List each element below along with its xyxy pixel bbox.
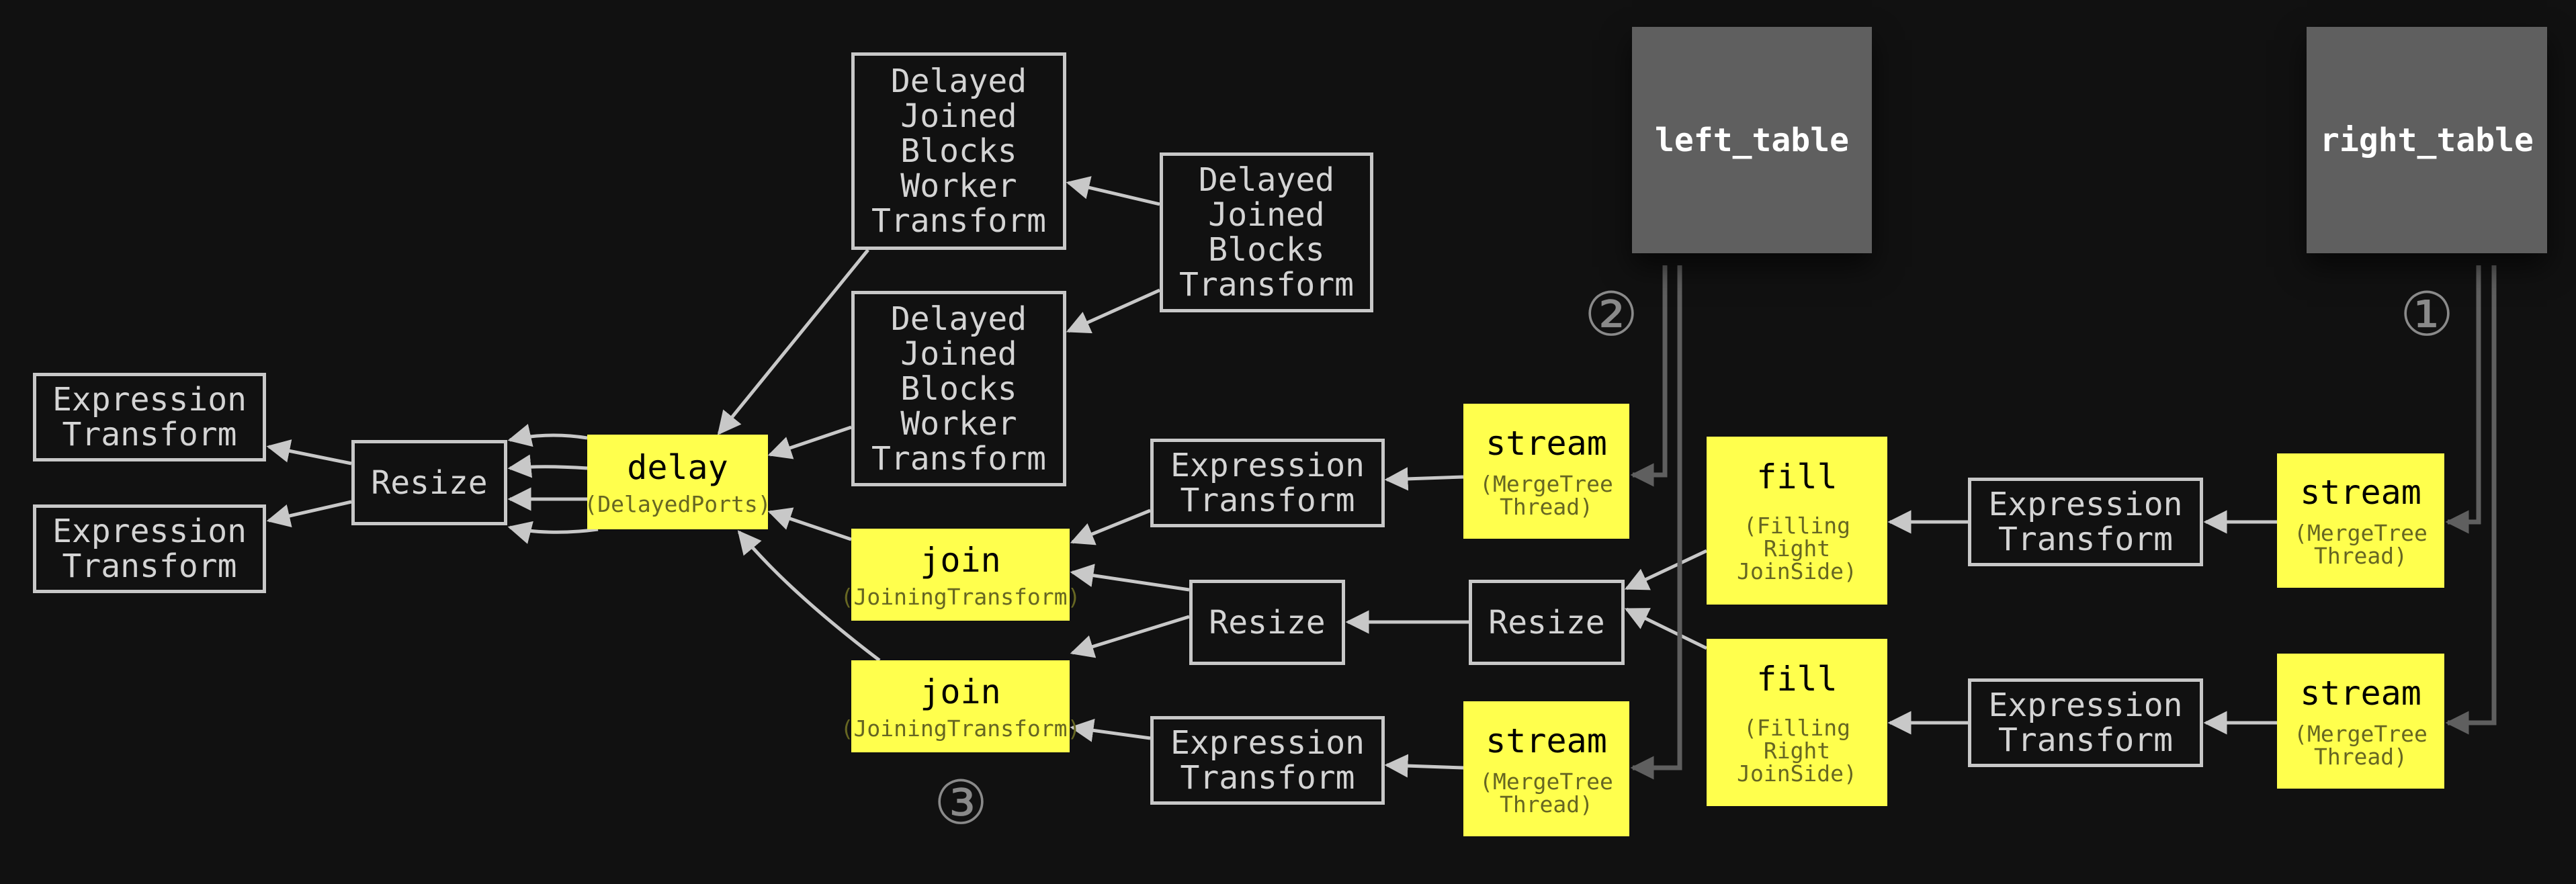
node-stream-right-2[interactable]: stream (MergeTree Thread) <box>2277 654 2444 789</box>
node-fill-2-subtitle: (Filling Right JoinSide) <box>1737 714 1857 787</box>
node-stream-left-1-title: stream <box>1486 423 1607 463</box>
node-stream-right-1[interactable]: stream (MergeTree Thread) <box>2277 453 2444 588</box>
node-delayed-joined-blocks-worker-transform-2[interactable]: Delayed Joined Blocks Worker Transform <box>851 291 1066 486</box>
node-stream-left-1-subtitle: (MergeTree Thread) <box>1479 470 1613 520</box>
node-stream-left-1[interactable]: stream (MergeTree Thread) <box>1463 404 1629 539</box>
step-marker-2: ② <box>1584 279 1639 350</box>
node-fill-2[interactable]: fill (Filling Right JoinSide) <box>1707 639 1887 806</box>
node-join-2[interactable]: join (JoiningTransform) <box>841 660 1080 752</box>
node-delay[interactable]: delay (DelayedPorts) <box>584 435 771 529</box>
node-expression-transform-output-2[interactable]: Expression Transform <box>33 504 266 593</box>
node-delayed-joined-blocks-transform[interactable]: Delayed Joined Blocks Transform <box>1160 152 1373 312</box>
node-stream-left-2-title: stream <box>1486 721 1607 760</box>
node-delay-subtitle: (DelayedPorts) <box>584 490 771 517</box>
node-fill-2-title: fill <box>1756 659 1838 699</box>
node-left-table[interactable]: left_table <box>1632 27 1872 253</box>
node-resize-output[interactable]: Resize <box>351 440 507 525</box>
node-resize-right[interactable]: Resize <box>1469 580 1625 665</box>
node-stream-right-2-title: stream <box>2300 673 2421 713</box>
edge-djbwt1-to-delay <box>717 249 869 435</box>
edge-djbt-to-djbwt1 <box>1066 176 1160 206</box>
node-expression-transform-right-1[interactable]: Expression Transform <box>1968 478 2203 566</box>
node-join-1[interactable]: join (JoiningTransform) <box>841 529 1080 621</box>
node-fill-1-title: fill <box>1756 457 1838 496</box>
node-stream-left-2-subtitle: (MergeTree Thread) <box>1479 768 1613 817</box>
edge-resize-to-expr-out-1 <box>266 439 352 466</box>
node-stream-right-2-subtitle: (MergeTree Thread) <box>2294 720 2428 770</box>
edge-lefttable-to-streamleft2 <box>1630 265 1682 780</box>
edge-join1-to-delay <box>767 507 852 541</box>
edge-delay-to-resize-1 <box>507 423 588 447</box>
node-expression-transform-right-2[interactable]: Expression Transform <box>1968 678 2203 767</box>
edge-fill2-to-resizeright <box>1624 607 1708 650</box>
node-join-1-title: join <box>920 540 1001 580</box>
step-marker-3: ③ <box>933 768 988 838</box>
node-join-2-title: join <box>920 672 1001 711</box>
edge-streamleft2-to-exprleft2 <box>1384 754 1464 778</box>
edge-streamleft1-to-exprleft1 <box>1384 467 1464 491</box>
node-fill-1-subtitle: (Filling Right JoinSide) <box>1737 513 1857 584</box>
edge-resizemid-to-join1 <box>1070 564 1190 592</box>
node-stream-right-1-subtitle: (MergeTree Thread) <box>2294 520 2428 569</box>
node-delayed-joined-blocks-worker-transform-1[interactable]: Delayed Joined Blocks Worker Transform <box>851 52 1066 250</box>
node-delay-title: delay <box>627 447 728 487</box>
step-marker-1: ① <box>2399 279 2454 350</box>
edge-resize-to-expr-out-2 <box>266 500 352 528</box>
edge-djbwt2-to-delay <box>767 425 852 459</box>
edge-fill1-to-resizeright <box>1624 549 1708 590</box>
edge-djbt-to-djbwt2 <box>1066 288 1161 334</box>
node-expression-transform-output-1[interactable]: Expression Transform <box>33 373 266 461</box>
node-join-1-subtitle: (JoiningTransform) <box>840 583 1081 610</box>
edge-exprleft1-to-join1 <box>1070 509 1151 545</box>
node-stream-right-1-title: stream <box>2300 473 2421 512</box>
edge-delay-to-resize-2 <box>507 454 588 478</box>
edge-delay-to-resize-4 <box>507 521 599 544</box>
edge-righttable-to-streamright2 <box>2445 265 2497 735</box>
edge-lefttable-to-streamleft1 <box>1630 265 1668 487</box>
node-expression-transform-left-2[interactable]: Expression Transform <box>1150 716 1385 805</box>
node-right-table[interactable]: right_table <box>2307 27 2547 253</box>
node-join-2-subtitle: (JoiningTransform) <box>840 715 1081 742</box>
node-fill-1[interactable]: fill (Filling Right JoinSide) <box>1707 437 1887 605</box>
edge-exprleft2-to-join2 <box>1070 718 1151 742</box>
node-expression-transform-left-1[interactable]: Expression Transform <box>1150 439 1385 527</box>
edge-join2-to-delay <box>737 530 881 662</box>
node-stream-left-2[interactable]: stream (MergeTree Thread) <box>1463 701 1629 836</box>
node-resize-middle[interactable]: Resize <box>1189 580 1345 665</box>
edge-resizemid-to-join2 <box>1070 615 1190 658</box>
edge-righttable-to-streamright1 <box>2445 265 2481 534</box>
